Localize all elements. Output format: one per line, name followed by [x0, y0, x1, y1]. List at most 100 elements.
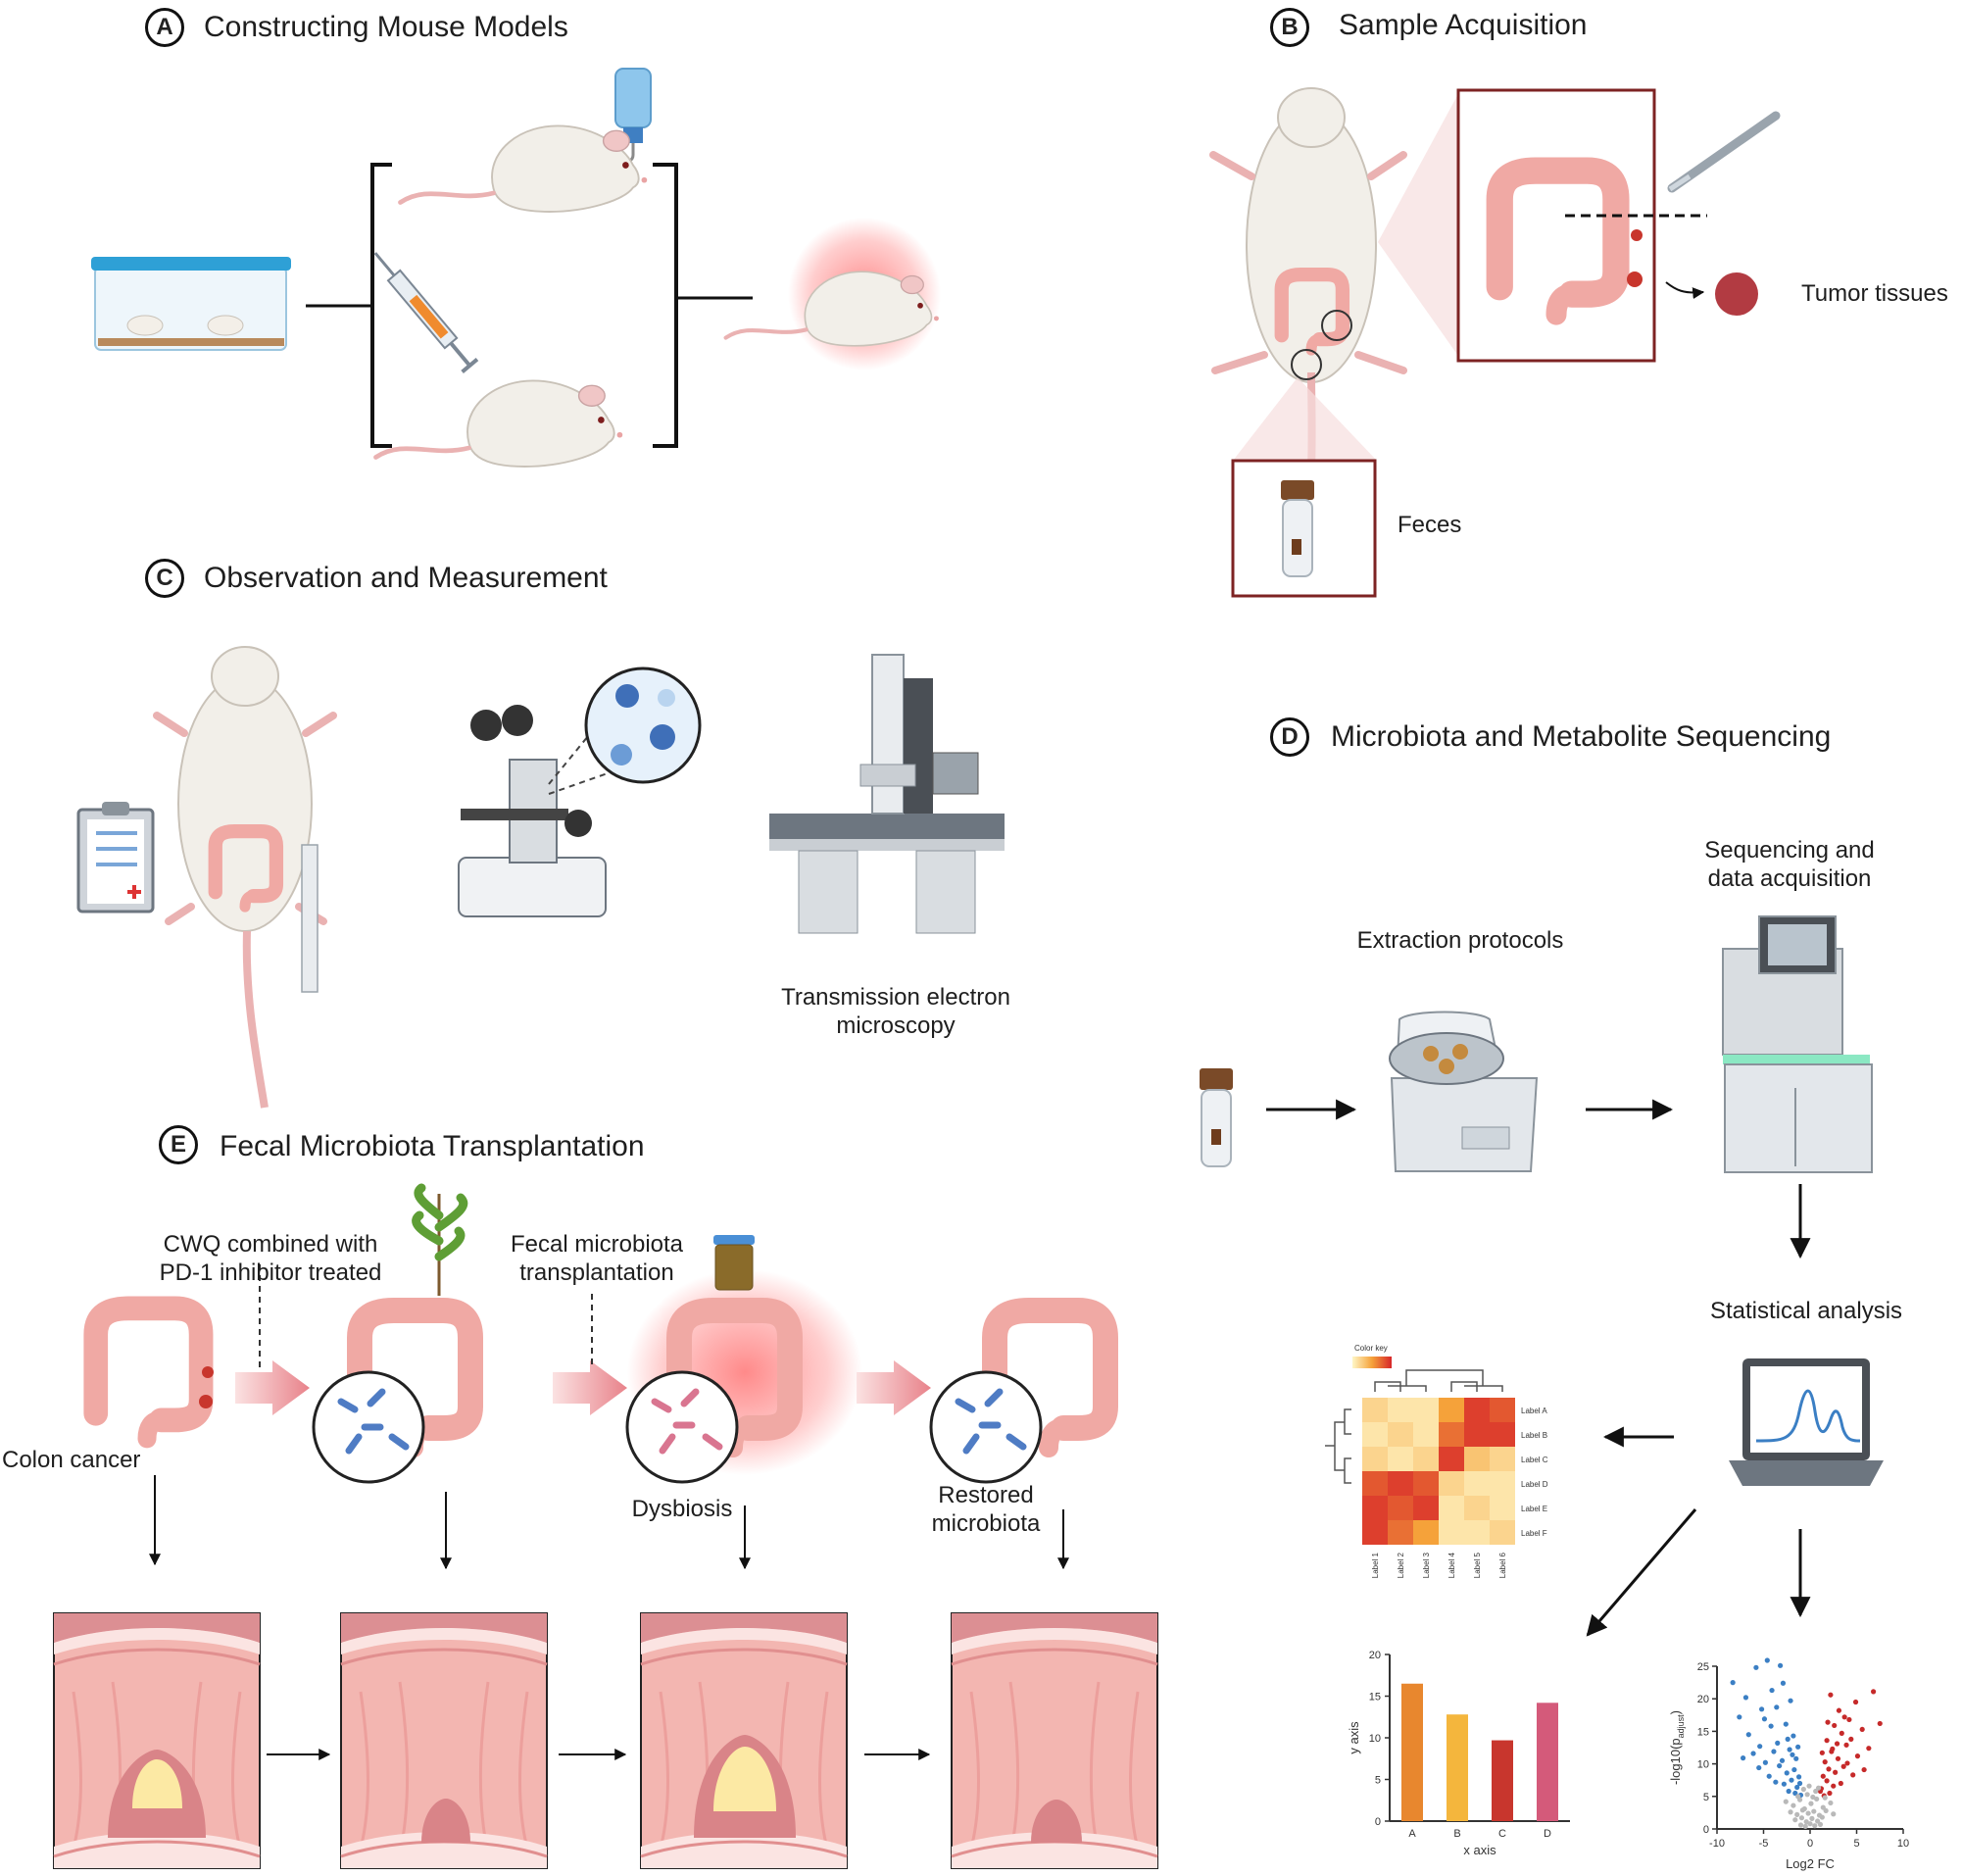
scatter-point	[1780, 1680, 1787, 1686]
scatter-point	[1877, 1720, 1883, 1727]
cell-icon	[658, 689, 675, 707]
bacteria-icon	[337, 1388, 410, 1455]
scatter-point	[1794, 1784, 1800, 1791]
scatter-point	[1804, 1792, 1810, 1798]
x-tick-label: 5	[1853, 1838, 1859, 1850]
scatter-point	[1788, 1698, 1793, 1703]
mouse-icon	[376, 380, 623, 467]
heatmap-cell	[1464, 1447, 1490, 1471]
heatmap-cell	[1464, 1398, 1490, 1422]
heatmap-row-label: Label F	[1521, 1529, 1547, 1538]
heatmap-cell	[1413, 1496, 1439, 1520]
heatmap-cell	[1413, 1471, 1439, 1496]
x-axis-label: Log2 FC	[1786, 1856, 1835, 1871]
heatmap-cell	[1439, 1520, 1464, 1545]
heatmap-cell	[1413, 1447, 1439, 1471]
flow-arrow	[1586, 1508, 1697, 1637]
y-tick-label: 5	[1703, 1792, 1709, 1803]
y-tick-label: 20	[1697, 1694, 1709, 1705]
x-tick-label: -5	[1759, 1838, 1769, 1850]
tumor-arrow	[1665, 281, 1705, 300]
scatter-point	[1768, 1723, 1774, 1729]
tumor-spot	[202, 1366, 214, 1378]
x-axis-label: x axis	[1463, 1843, 1496, 1857]
x-tick-label: 0	[1807, 1838, 1813, 1850]
scatter-point	[1762, 1759, 1768, 1765]
scatter-point	[1831, 1783, 1837, 1789]
zoom-cone	[1378, 90, 1460, 359]
scatter-point	[1828, 1800, 1834, 1806]
y-tick-label: 10	[1697, 1759, 1709, 1771]
heatmap-cell	[1439, 1398, 1464, 1422]
scatter-point	[1783, 1721, 1789, 1727]
heatmap-cell	[1413, 1398, 1439, 1422]
tumor-spot	[1631, 229, 1643, 241]
statistical-analysis-label: Statistical analysis	[1709, 1298, 1903, 1324]
heatmap-cell	[1388, 1398, 1413, 1422]
dysbiosis-label: Dysbiosis	[631, 1496, 733, 1522]
left-bracket	[370, 163, 392, 448]
heatmap-cell	[1362, 1496, 1388, 1520]
tumor-mass	[1031, 1800, 1082, 1843]
bacteria-icon	[651, 1388, 723, 1455]
scatter-point	[1841, 1714, 1847, 1720]
heatmap-cell	[1490, 1422, 1515, 1447]
heatmap-cell	[1490, 1496, 1515, 1520]
scatter-point	[1730, 1680, 1736, 1686]
scatter-point	[1742, 1695, 1749, 1701]
y-tick-label: 0	[1703, 1824, 1709, 1836]
scatter-point	[1786, 1788, 1791, 1795]
scatter-point	[1833, 1769, 1839, 1775]
heatmap-col-label: Label 3	[1422, 1552, 1431, 1578]
transition-arrow	[857, 1360, 931, 1415]
x-tick-label: 10	[1897, 1838, 1909, 1850]
y-tick-label: 5	[1375, 1775, 1381, 1787]
y-axis-label: y axis	[1347, 1721, 1361, 1754]
scatter-point	[1792, 1817, 1798, 1823]
bar	[1447, 1714, 1468, 1821]
tumor-core	[713, 1747, 776, 1811]
scatter-point	[1805, 1810, 1811, 1816]
scatter-point	[1759, 1706, 1765, 1712]
scatter-point	[1810, 1794, 1816, 1801]
scatter-point	[1790, 1752, 1795, 1757]
cage	[91, 257, 291, 351]
section-b-badge: B	[1270, 8, 1309, 47]
scatter-point	[1820, 1773, 1826, 1779]
scatter-point	[1832, 1722, 1838, 1729]
heatmap-col-label: Label 4	[1447, 1552, 1456, 1578]
scatter-point	[1861, 1766, 1867, 1773]
scatter-point	[1838, 1780, 1843, 1787]
y-axis-label-sub: adjust	[1676, 1714, 1686, 1739]
scatter-point	[1824, 1778, 1830, 1784]
zoom-cone	[1233, 377, 1377, 461]
heatmap-cell	[1362, 1422, 1388, 1447]
scatter-point	[1757, 1744, 1763, 1750]
scatter-point	[1750, 1751, 1756, 1756]
extraction-label: Extraction protocols	[1356, 927, 1564, 954]
feces-tube-icon	[1281, 480, 1314, 577]
heatmap-cell	[1439, 1422, 1464, 1447]
scatter-point	[1778, 1662, 1784, 1668]
scatter-point	[1839, 1730, 1844, 1736]
dissected-mouse-icon	[1209, 87, 1407, 550]
section-a-badge: A	[145, 8, 184, 47]
sequencer-icon	[1722, 915, 1873, 1173]
heatmap-cell	[1490, 1520, 1515, 1545]
x-tick-label: D	[1544, 1828, 1551, 1840]
heatmap-cell	[1464, 1496, 1490, 1520]
stool-jar-icon	[713, 1235, 755, 1291]
heatmap-col-label: Label 2	[1397, 1552, 1405, 1578]
scatter-point	[1843, 1742, 1849, 1748]
tumor-tissues-label: Tumor tissues	[1801, 280, 1948, 307]
laptop-icon	[1729, 1358, 1884, 1486]
x-tick-label: B	[1453, 1828, 1460, 1840]
y-axis-label-end: )	[1668, 1710, 1683, 1714]
measured-mouse-icon	[153, 646, 337, 1109]
scatter-point	[1836, 1707, 1842, 1713]
mouse-icon	[401, 125, 648, 212]
